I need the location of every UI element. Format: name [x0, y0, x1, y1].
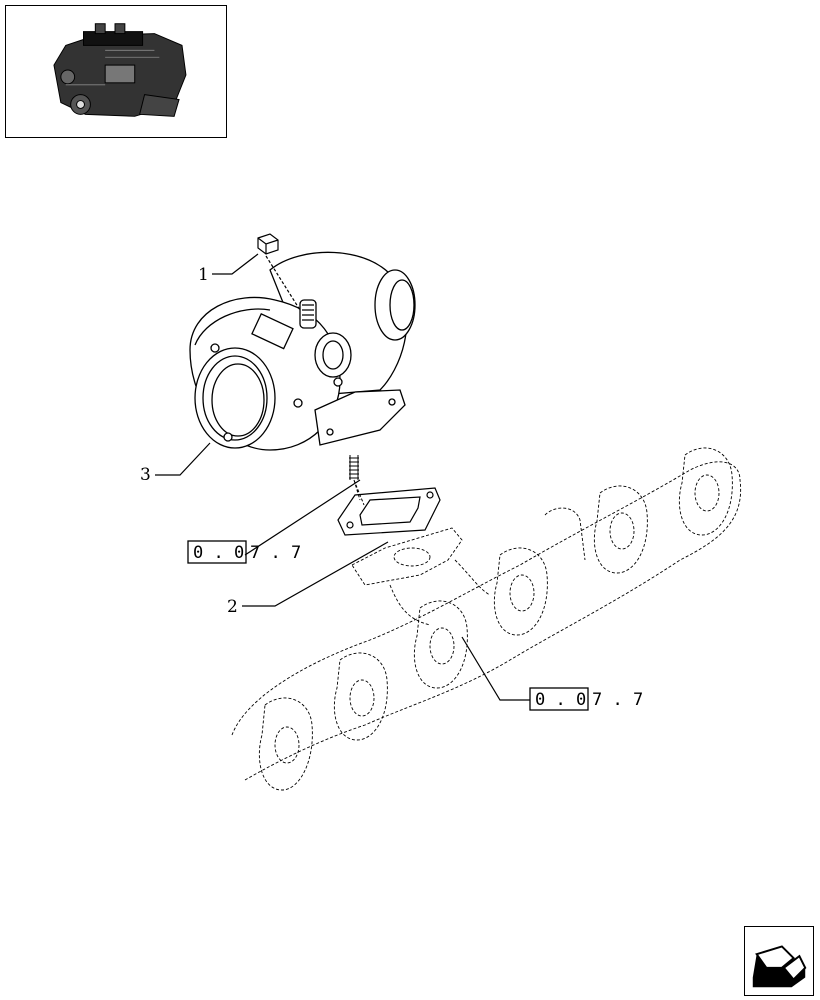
- engine-thumbnail-icon: [53, 23, 187, 117]
- callout-3[interactable]: 3: [140, 465, 151, 485]
- turbocharger: [189, 251, 416, 451]
- nut: [257, 233, 301, 311]
- next-page-arrow-icon: [752, 945, 807, 988]
- exhaust-manifold: [231, 447, 742, 791]
- next-page-button[interactable]: [744, 926, 814, 996]
- reference-lower[interactable]: 0 . 0 7 . 7: [529, 687, 643, 711]
- engine-thumbnail: [5, 5, 227, 138]
- reference-lower-box: [529, 687, 589, 711]
- reference-upper-box: [187, 540, 247, 564]
- reference-upper-suffix-text: 7 . 7: [250, 543, 301, 563]
- callout-2[interactable]: 2: [227, 597, 238, 617]
- reference-lower-boxed-text: 0 . 0: [535, 690, 586, 710]
- reference-upper-boxed-text: 0 . 0: [193, 543, 244, 563]
- leader-lines: [155, 253, 530, 701]
- reference-upper[interactable]: 0 . 0 7 . 7: [187, 540, 301, 564]
- reference-lower-suffix-text: 7 . 7: [592, 690, 643, 710]
- stud: [349, 455, 365, 506]
- callout-1[interactable]: 1: [198, 265, 209, 285]
- gasket: [337, 487, 441, 536]
